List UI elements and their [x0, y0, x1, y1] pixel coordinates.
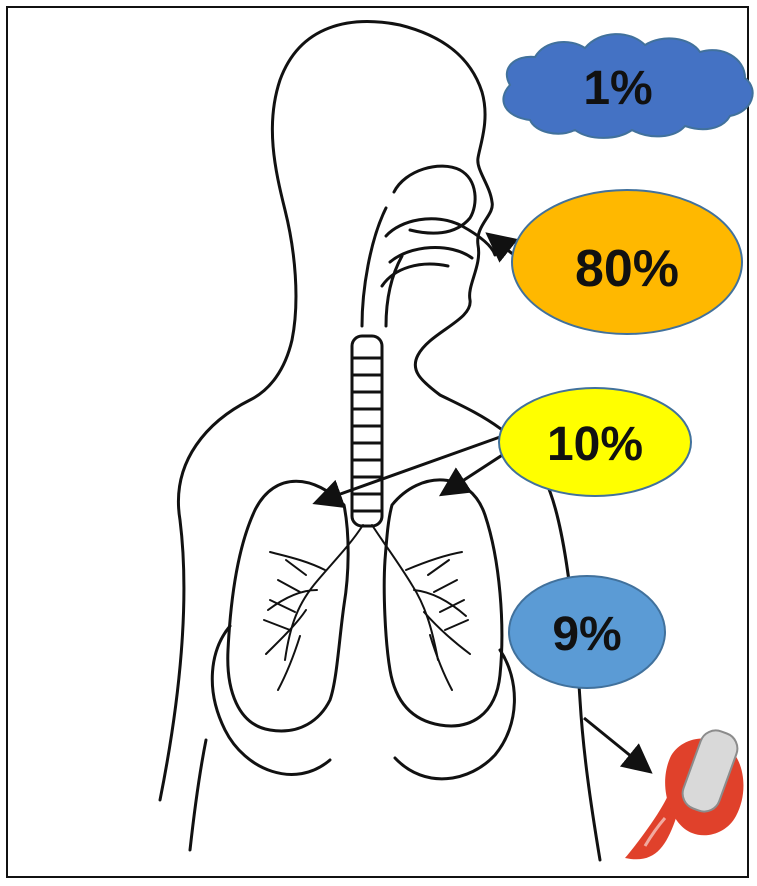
exhaled-percent: 1%	[583, 62, 652, 115]
exhaled-cloud: 1%	[503, 34, 752, 138]
device-bubble: 9%	[509, 576, 665, 688]
nasal-airway-outline	[362, 166, 495, 326]
bronchi-texture	[264, 525, 470, 690]
oropharynx-bubble: 80%	[512, 190, 742, 334]
trachea	[352, 336, 382, 526]
inhaler-icon	[625, 726, 743, 859]
oropharynx-percent: 80%	[575, 240, 679, 298]
lungs-bubble: 10%	[499, 388, 691, 496]
lungs-percent: 10%	[547, 418, 643, 471]
device-percent: 9%	[552, 608, 621, 661]
